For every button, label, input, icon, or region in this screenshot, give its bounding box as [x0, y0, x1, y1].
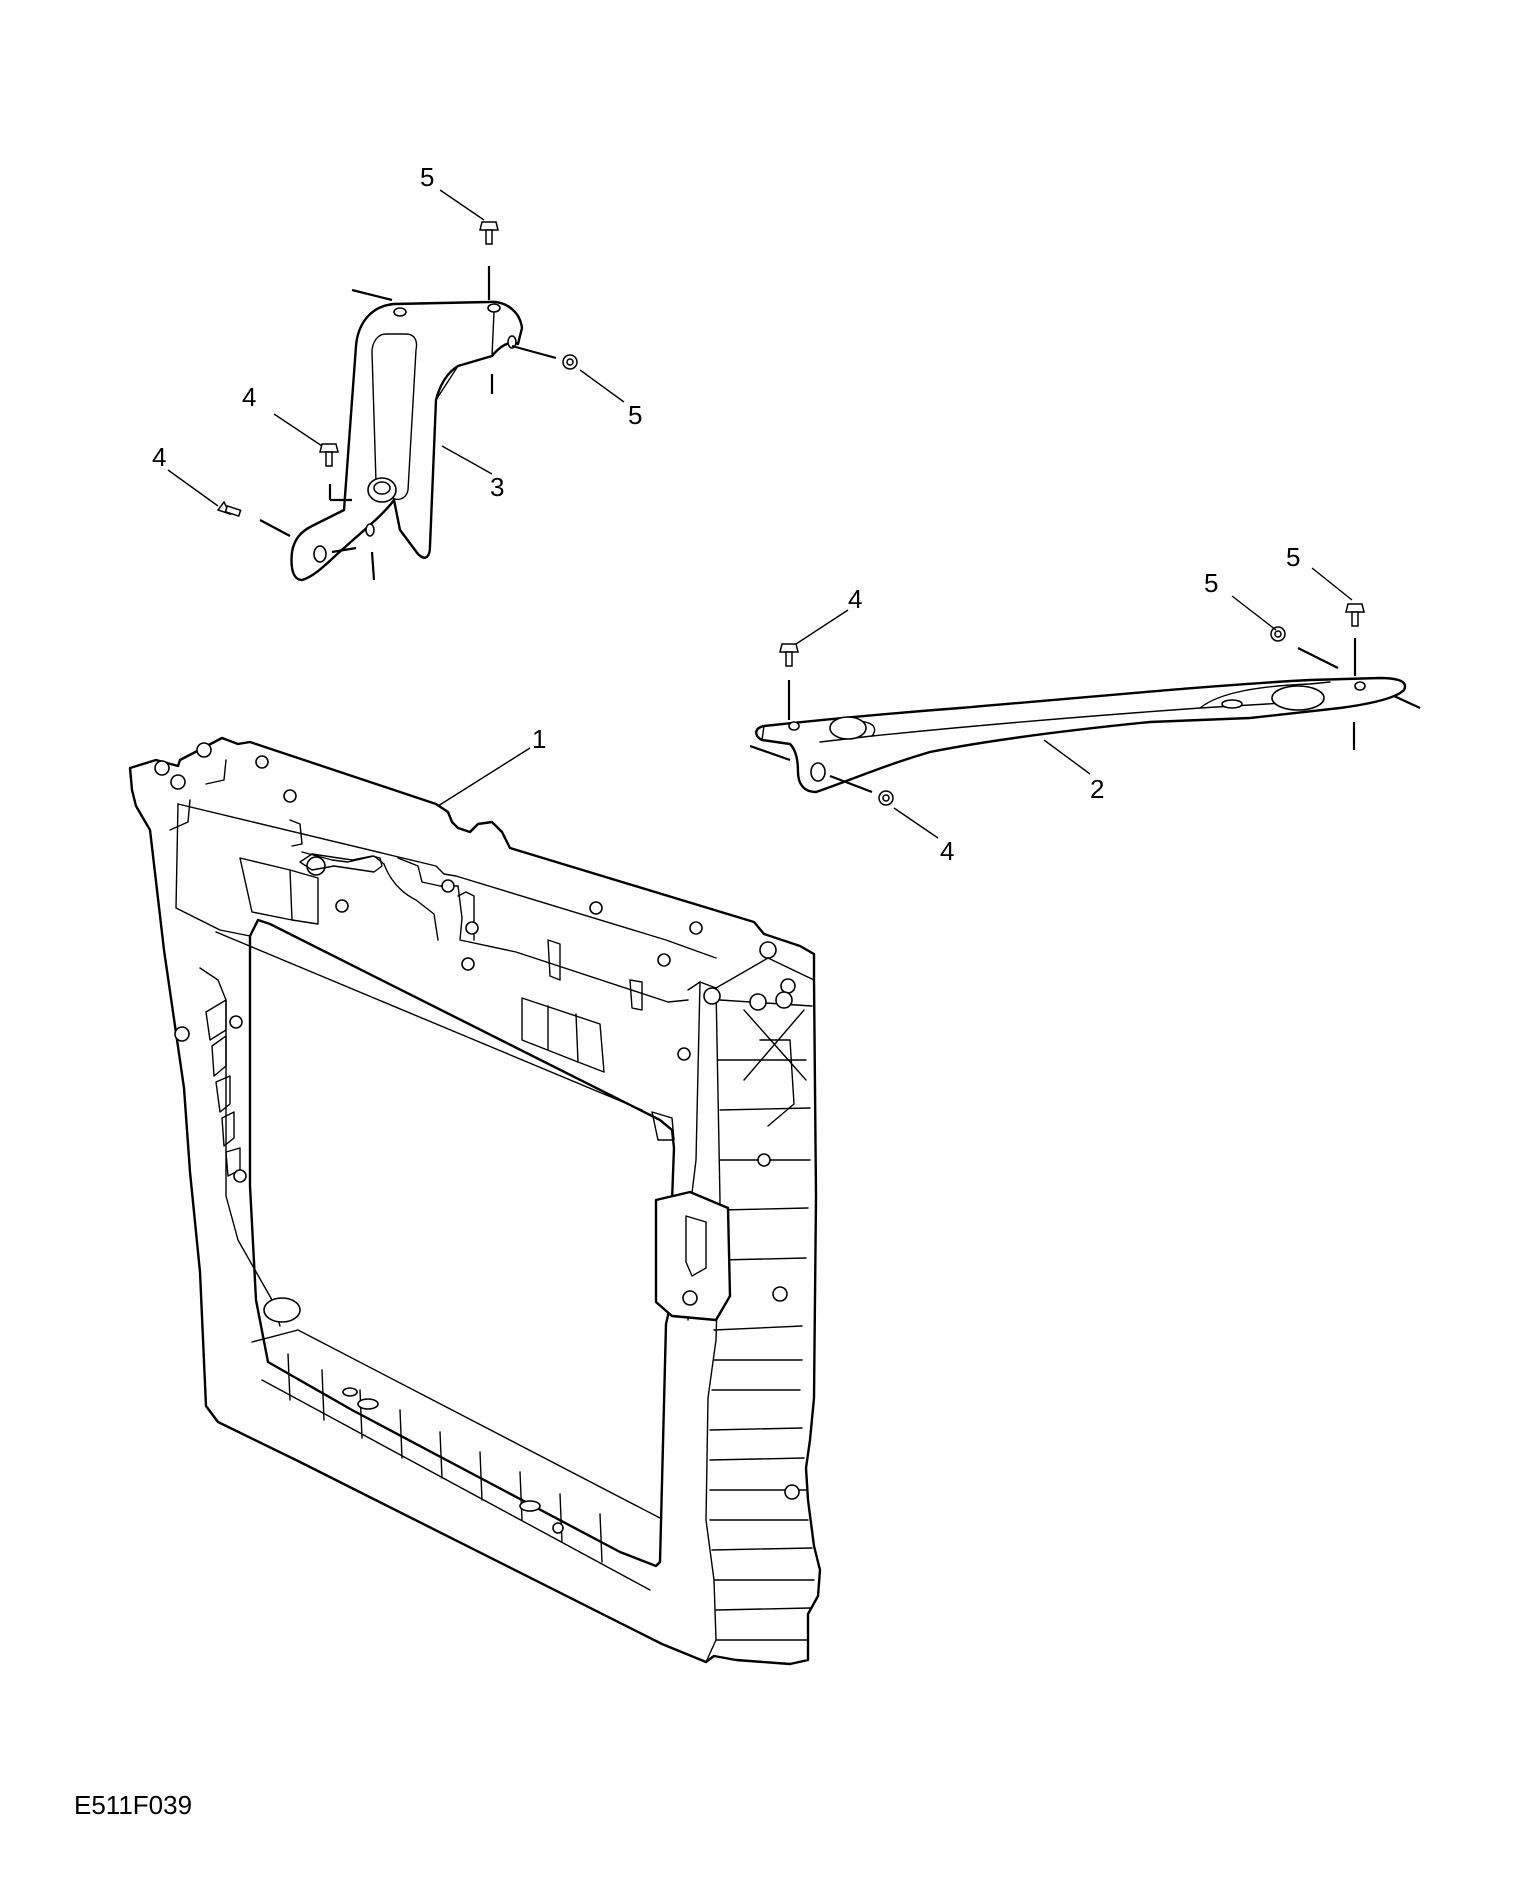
screw-5-upper-side: [511, 344, 578, 370]
callout-bolt-4-brace-bottom: 4: [940, 836, 954, 866]
callout-screw-5-brace-a: 5: [1204, 568, 1218, 598]
axis-line-brace-left: [749, 744, 791, 762]
callout-bolt-4-brace-top: 4: [848, 584, 862, 614]
callout-bolt-4-upper-a: 4: [242, 382, 256, 412]
radiator-support-carrier-part-1: [128, 736, 822, 1666]
screw-5-upper-top: [479, 221, 499, 300]
axis-line-upper-left: [351, 288, 393, 302]
bolt-4-upper-a: [319, 443, 352, 502]
screw-5-brace-a: [1270, 626, 1339, 669]
figure-code: E511F039: [74, 1790, 192, 1820]
callout-screw-5-brace-b: 5: [1286, 542, 1300, 572]
callout-upper-bracket-3: 3: [490, 472, 504, 502]
callout-carrier-1: 1: [532, 724, 546, 754]
bolt-4-upper-b: [216, 500, 291, 537]
callout-bolt-4-upper-b: 4: [152, 442, 166, 472]
bolt-4-brace-top: [779, 643, 799, 720]
leader-lines: [167, 189, 1353, 839]
callout-screw-5-upper-top: 5: [420, 162, 434, 192]
axis-line-upper-bottom-b: [331, 546, 357, 554]
callout-screw-5-upper-side: 5: [628, 400, 642, 430]
bolt-4-brace-bottom: [829, 774, 894, 806]
upper-bracket-part-3: [290, 300, 524, 582]
screw-5-brace-b: [1345, 603, 1365, 676]
cross-brace-part-2: [755, 676, 1407, 794]
axis-line-upper-bottom-a: [370, 551, 376, 581]
callout-cross-brace-2: 2: [1090, 774, 1104, 804]
axis-line-brace-right: [1393, 695, 1421, 709]
